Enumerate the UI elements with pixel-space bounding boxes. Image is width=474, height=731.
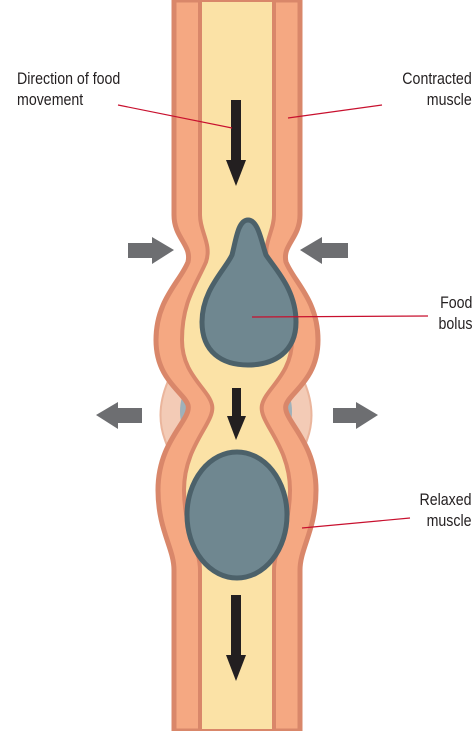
bolus-label-line2: bolus (438, 314, 472, 335)
gray-arrow-icon (128, 237, 174, 264)
direction-label-line1: Direction of food (17, 69, 120, 90)
bolus-label-line1: Food (438, 293, 472, 314)
bolus-label: Food bolus (438, 293, 472, 335)
contracted-label-line1: Contracted (403, 69, 472, 90)
gray-arrow-icon (333, 402, 378, 429)
gray-arrow-icon (300, 237, 348, 264)
direction-label-line2: movement (17, 90, 120, 111)
gray-arrow-icon (96, 402, 142, 429)
relaxed-leader-line (302, 518, 410, 528)
contracted-label-line2: muscle (403, 90, 472, 111)
direction-label: Direction of food movement (17, 69, 120, 111)
relaxed-label-line1: Relaxed (420, 490, 472, 511)
relaxed-label: Relaxed muscle (420, 490, 472, 532)
contracted-label: Contracted muscle (403, 69, 472, 111)
second-food-bolus (187, 452, 287, 578)
relaxed-label-line2: muscle (420, 511, 472, 532)
